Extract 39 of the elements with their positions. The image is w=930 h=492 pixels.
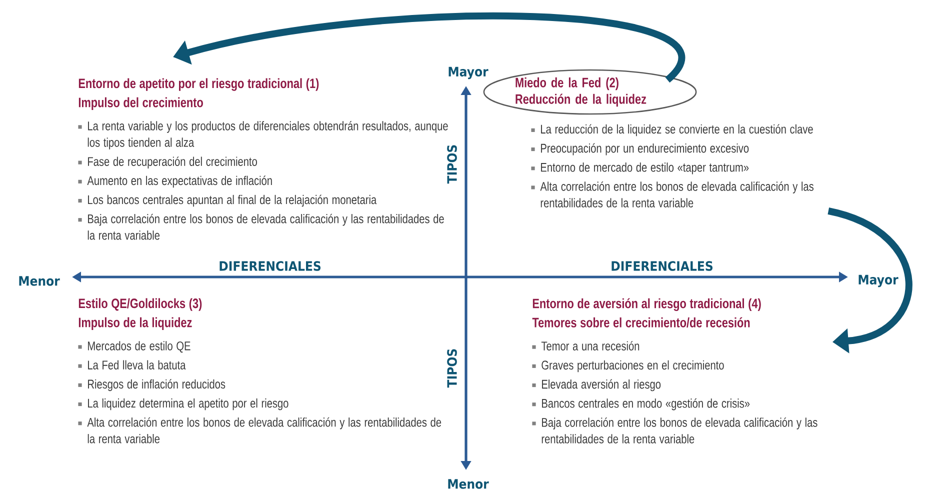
heading-text: Entorno de apetito por el riesgo tradicional (1) xyxy=(78,78,319,91)
bullet-item: La liquidez determina el apetito por el riesgo xyxy=(78,398,288,410)
bullet-item: Temor a una recesión xyxy=(532,341,640,350)
bullet-item: La Fed lleva la batuta xyxy=(78,360,186,370)
heading-text: Reducción de la liquidez xyxy=(516,94,646,107)
bullet-item: La reducción de la liquidez se convierte en la cuestión clave xyxy=(531,124,813,136)
text-block xyxy=(532,298,818,444)
bullet-item: Fase de recuperación del crecimiento xyxy=(78,156,257,168)
curved-arrow xyxy=(827,208,912,354)
heading-text: Miedo de la Fed (2) xyxy=(516,77,618,90)
bullet-item: Graves perturbaciones en el crecimiento xyxy=(532,360,724,372)
heading-text: Entorno de aversión al riesgo tradicional (4) xyxy=(532,298,761,312)
axis-title: DIFERENCIALES xyxy=(220,261,320,271)
text-block xyxy=(531,124,814,208)
axis-label: Mayor xyxy=(448,66,488,80)
bullet-item: Entorno de mercado de estilo «taper tantrum» xyxy=(531,162,749,174)
heading-text: Impulso del crecimiento xyxy=(78,97,203,110)
bullet-item: Mercados de estilo QE xyxy=(78,341,190,353)
bullet-item: Elevada aversión al riesgo xyxy=(532,379,661,392)
axis-label: Menor xyxy=(448,479,489,489)
bullet-item: Alta correlación entre los bonos de elevada calificación y las rentabilidades de la renta variable xyxy=(531,182,814,208)
bullet-item: Aumento en las expectativas de inflación xyxy=(78,176,272,188)
bullet-item: Riesgos de inflación reducidos xyxy=(78,379,226,392)
bullet-item: La renta variable y los productos de diferenciales obtendrán resultados, aunque los tipos tienden al alza xyxy=(78,120,448,150)
text-block xyxy=(78,298,442,444)
axis-title: DIFERENCIALES xyxy=(612,261,712,271)
heading-text: Temores sobre el crecimiento/de recesión xyxy=(532,317,750,328)
bullet-item: Preocupación por un endurecimiento excesivo xyxy=(531,143,749,156)
bullet-item: Baja correlación entre los bonos de elevada calificación y las rentabilidades de la renta variable xyxy=(78,214,444,240)
text-block xyxy=(78,78,448,240)
heading-text: Impulso de la liquidez xyxy=(78,317,192,330)
axis-label: Mayor xyxy=(858,274,898,288)
bullet-item: Los bancos centrales apuntan al final de la relajación monetaria xyxy=(78,194,377,207)
axis-label: Menor xyxy=(19,276,60,286)
bullet-item: Bancos centrales en modo «gestión de crisis» xyxy=(532,398,750,410)
heading-text: Estilo QE/Goldilocks (3) xyxy=(78,298,202,311)
bullet-item: Alta correlación entre los bonos de elevada calificación y las rentabilidades de la renta variable xyxy=(78,417,442,444)
bullet-item: Baja correlación entre los bonos de elevada calificación y las rentabilidades de la renta variable xyxy=(532,418,818,444)
axis-title: TIPOS xyxy=(447,145,457,184)
